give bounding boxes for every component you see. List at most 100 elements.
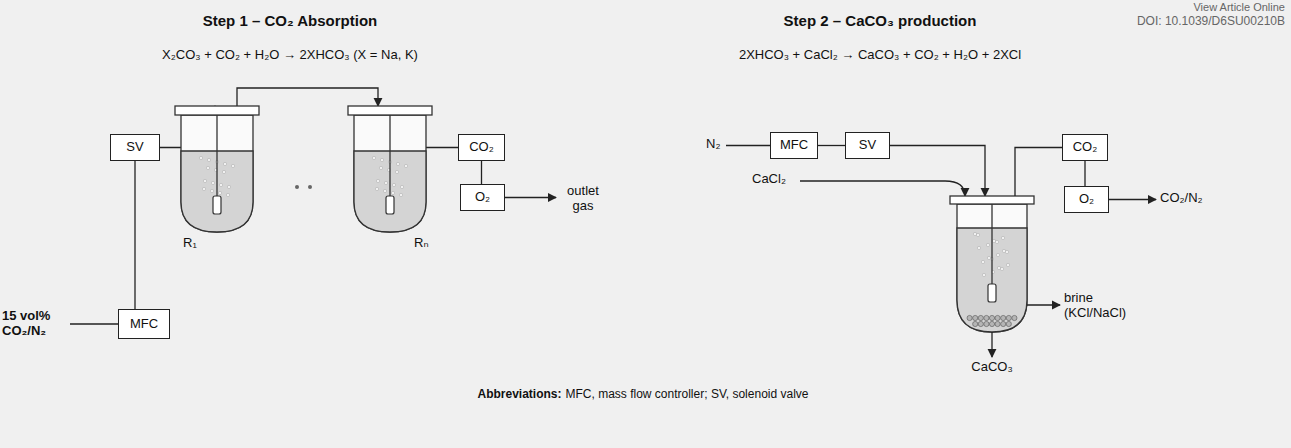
abbreviation-row: Abbreviations:MFC, mass flow controller;… (478, 384, 813, 402)
gas-feed-line (70, 323, 118, 324)
bubble-dot (1001, 321, 1006, 326)
box-label: CO₂ (469, 140, 494, 155)
bubble-dot (989, 315, 994, 320)
bubble-dot (1002, 249, 1005, 252)
bubble-dot (977, 246, 980, 249)
gas-feed-label: 15 vol% CO₂/N₂ (2, 309, 66, 339)
co2-analyser-box: CO₂ (1062, 134, 1108, 161)
bubble-dot (978, 321, 983, 326)
bubble-dot (376, 179, 379, 182)
reaction-equation: X₂CO₃ + CO₂ + H₂O → 2XHCO₃ (X = Na, K) (162, 48, 418, 63)
box-label: MFC (780, 138, 808, 153)
bubble-dot (967, 315, 972, 320)
stirrer-bar (988, 284, 996, 302)
gas-out-line (1015, 148, 1062, 197)
bubble-dot (396, 162, 399, 165)
bubble-dot (380, 158, 383, 161)
outlet-arrow (505, 197, 556, 198)
bubble-dot (995, 240, 998, 243)
bubble-dot (391, 191, 394, 194)
header-note: View Article Online (1193, 1, 1285, 14)
reactor-label: Rₙ (414, 236, 429, 251)
outlet-label: CO₂/N₂ (1160, 191, 1203, 206)
bubble-dot (231, 164, 234, 167)
bubble-dot (384, 181, 387, 184)
bubble-dot (1005, 250, 1008, 253)
bubble-dot (978, 315, 983, 320)
vessel-part (386, 196, 394, 214)
bubble-dot (404, 164, 407, 167)
bubble-dot (997, 266, 1000, 269)
bubble-dot (227, 185, 230, 188)
o2-analyser-box: O₂ (1064, 186, 1109, 213)
bubble-dot (1006, 263, 1009, 266)
step-title: Step 1 – CO₂ Absorption (203, 12, 377, 29)
bubble-dot (981, 260, 984, 263)
bubble-dot (987, 256, 990, 259)
bubble-dot (1006, 321, 1011, 326)
bubble-dot (207, 158, 210, 161)
valve-box: SV (110, 134, 160, 161)
gas-line (1084, 161, 1085, 186)
product-label: CaCO₃ (971, 360, 1012, 375)
bubble-dot (399, 193, 402, 196)
outlet-label: outlet gas (560, 184, 606, 214)
vessel-shape (181, 115, 253, 232)
box-label: CO₂ (1073, 140, 1098, 155)
series-dot (295, 185, 299, 189)
gas-line (818, 145, 845, 146)
bubble-dot (995, 315, 1000, 320)
bubble-dot (973, 315, 978, 320)
bubble-dot (973, 232, 976, 235)
vessel-shape (354, 115, 426, 232)
bubble-dot (202, 187, 205, 190)
box-label: O₂ (475, 190, 490, 205)
box-label: SV (126, 140, 143, 155)
flow-controller-box: MFC (770, 132, 818, 159)
stirrer-rod (389, 115, 390, 198)
flow-controller-box: MFC (118, 309, 170, 339)
abbreviation-text: MFC, mass flow controller; SV, solenoid … (566, 387, 809, 401)
reactor-vessel: R₁ (175, 106, 259, 232)
purge-arrow (890, 146, 985, 197)
reagent-label: CaCl₂ (752, 172, 786, 187)
bubble-dot (392, 183, 395, 186)
step-title: Step 2 – CaCO₃ production (784, 12, 977, 29)
bubble-dot (383, 189, 386, 192)
bubble-dot (996, 253, 999, 256)
gas-line (481, 161, 482, 184)
box-label: MFC (130, 317, 158, 332)
bubble-dot (375, 187, 378, 190)
gas-feed-label: N₂ (706, 137, 720, 152)
stirrer-rod (991, 204, 992, 286)
bubble-dot (203, 179, 206, 182)
valve-box: SV (845, 132, 890, 159)
vessel-part (213, 196, 221, 214)
bubble-dot (199, 156, 202, 159)
bubble-dot (210, 189, 213, 192)
bubble-dot (976, 233, 979, 236)
reactor-label: R₁ (183, 236, 197, 251)
bubble-dot (995, 321, 1000, 326)
bubble-dot (1001, 315, 1006, 320)
bubble-dot (219, 183, 222, 186)
bubble-dot (984, 315, 989, 320)
vessel-part (348, 106, 432, 115)
bubble-dot (223, 162, 226, 165)
bubble-dot (984, 321, 989, 326)
cacl2-feed-arrow (800, 181, 965, 196)
reactor-lid (950, 196, 1034, 204)
vessel-outline (348, 106, 432, 232)
bubble-dot (379, 166, 382, 169)
bubble-dot (400, 185, 403, 188)
bubble-dot (211, 181, 214, 184)
bubble-dot (395, 170, 398, 173)
bubble-dot (226, 193, 229, 196)
co2-analyser-box: CO₂ (458, 134, 505, 161)
gas-line (237, 88, 378, 106)
bubble-dot (992, 239, 995, 242)
series-dot (308, 185, 312, 189)
bubble-dot (218, 191, 221, 194)
stirrer-rod (216, 115, 217, 198)
